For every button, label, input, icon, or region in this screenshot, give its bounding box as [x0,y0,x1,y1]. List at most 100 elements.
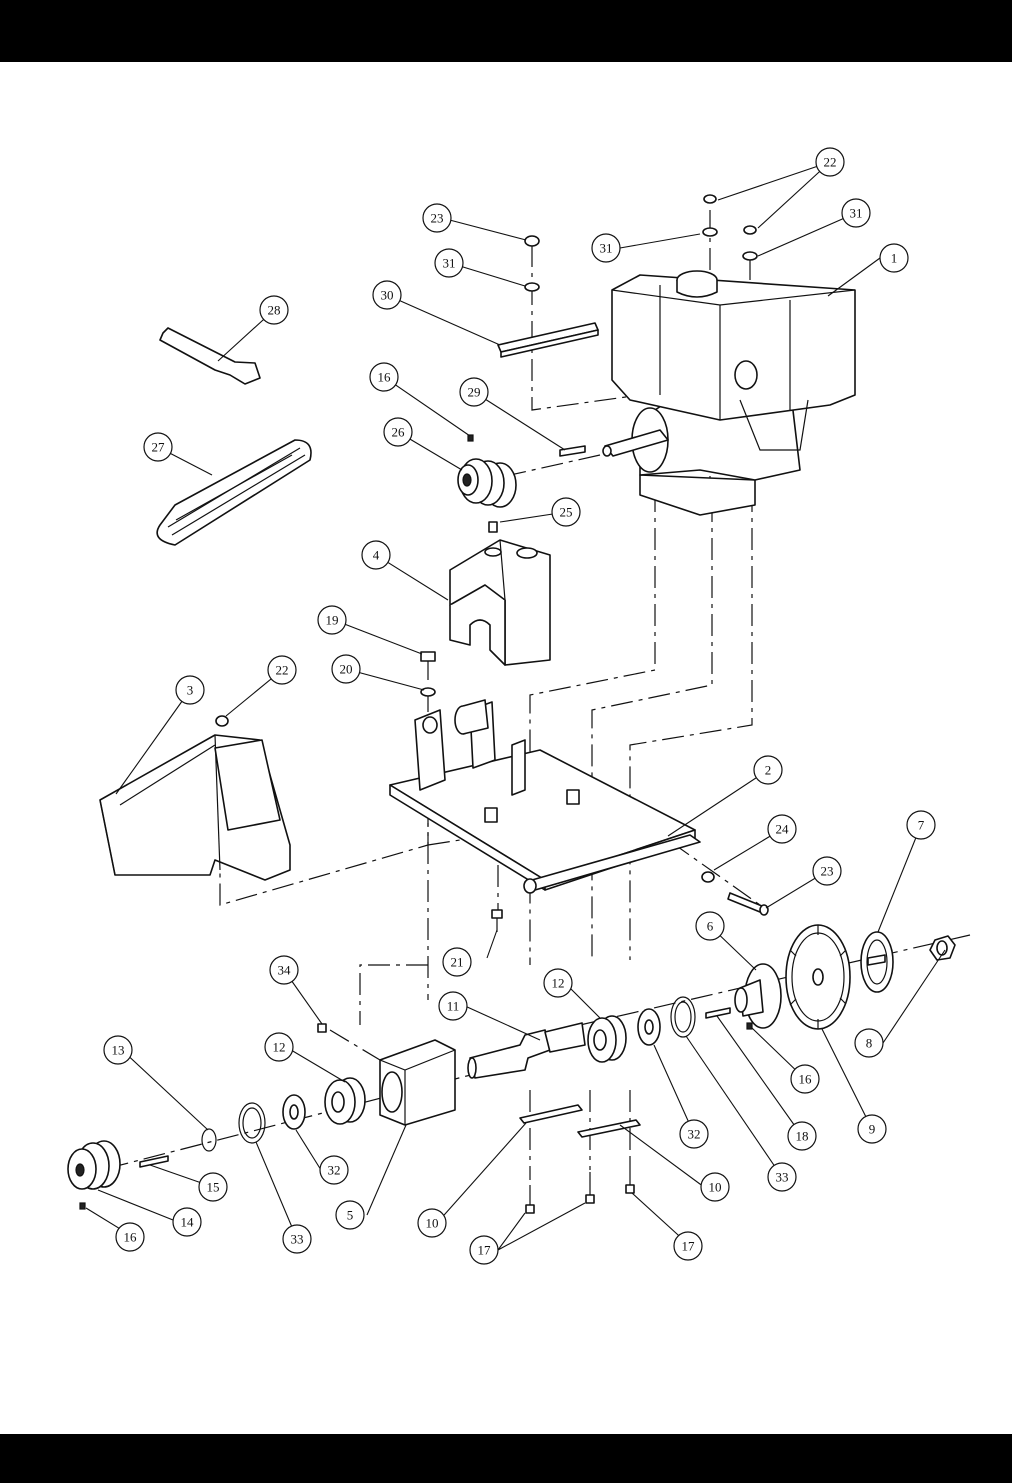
svg-text:7: 7 [918,818,925,833]
fasteners-top [524,194,758,292]
svg-text:24: 24 [776,822,790,837]
blade-guard [99,734,291,881]
callout: 18 [787,1121,817,1151]
outer-flange [860,931,894,993]
base-frame [389,699,701,894]
engine [602,270,856,516]
bearing-housing [379,1039,456,1126]
svg-text:18: 18 [796,1129,809,1144]
callout: 16 [369,362,399,392]
callout: 29 [459,377,489,407]
callout: 32 [679,1119,709,1149]
svg-text:32: 32 [688,1127,701,1142]
svg-text:23: 23 [431,211,444,226]
callout: 1 [879,243,909,273]
footer-bar [0,1434,1012,1483]
svg-text:16: 16 [378,370,392,385]
svg-text:29: 29 [468,385,481,400]
svg-text:9: 9 [869,1122,876,1137]
svg-text:31: 31 [443,256,456,271]
svg-text:22: 22 [276,663,289,678]
svg-text:3: 3 [187,683,194,698]
svg-text:31: 31 [850,206,863,221]
engine-pulley [457,458,517,508]
callout: 17 [469,1235,499,1265]
svg-text:10: 10 [709,1180,722,1195]
header-bar [0,0,1012,62]
svg-text:19: 19 [326,613,339,628]
svg-text:11: 11 [447,999,460,1014]
callout: 21 [442,947,472,977]
driven-pulley [67,1140,121,1210]
svg-text:31: 31 [600,241,613,256]
frame-bolt [491,909,503,932]
bolt-and-washer [420,651,436,697]
callout: 10 [700,1172,730,1202]
svg-text:33: 33 [776,1170,789,1185]
svg-text:17: 17 [682,1239,696,1254]
callout: 8 [854,1028,884,1058]
svg-text:12: 12 [552,976,565,991]
callout: 9 [857,1114,887,1144]
callout: 3 [175,675,205,705]
arbor-nut [929,935,956,961]
svg-text:16: 16 [124,1230,138,1245]
callout: 33 [282,1224,312,1254]
callout: 6 [695,911,725,941]
callout: 23 [812,856,842,886]
callout: 17 [673,1231,703,1261]
callout: 22 [267,655,297,685]
svg-text:10: 10 [426,1216,439,1231]
callout: 24 [767,814,797,844]
callout: 19 [317,605,347,635]
svg-text:23: 23 [821,864,834,879]
pulley-key [559,445,586,457]
callout: 5 [335,1200,365,1230]
svg-text:21: 21 [451,955,464,970]
diamond-blade [785,924,851,1030]
svg-text:13: 13 [112,1043,125,1058]
wrench [159,327,261,385]
svg-text:14: 14 [181,1215,195,1230]
callout: 25 [551,497,581,527]
inner-flange [734,963,782,1030]
svg-text:26: 26 [392,425,406,440]
callout: 33 [767,1162,797,1192]
svg-text:2: 2 [765,763,772,778]
callout: 30 [372,280,402,310]
callout: 14 [172,1207,202,1237]
svg-text:4: 4 [373,548,380,563]
callout: 34 [269,955,299,985]
svg-text:22: 22 [824,155,837,170]
callout: 7 [906,810,936,840]
callout: 10 [417,1208,447,1238]
bearing-plates-and-bolts [519,1104,641,1214]
callout: 31 [591,233,621,263]
v-belt [156,439,312,546]
callout: 16 [790,1064,820,1094]
callout: 13 [103,1035,133,1065]
svg-text:33: 33 [291,1232,304,1247]
callout: 2 [753,755,783,785]
callout: 31 [434,248,464,278]
svg-text:20: 20 [340,662,353,677]
engine-bracket [497,322,599,358]
callout: 23 [422,203,452,233]
belt-guard [449,521,551,666]
callout: 16 [115,1222,145,1252]
svg-text:28: 28 [268,303,281,318]
callout: 27 [143,432,173,462]
svg-text:34: 34 [278,963,292,978]
svg-text:25: 25 [560,505,573,520]
callout: 12 [264,1032,294,1062]
callout: 12 [543,968,573,998]
svg-text:8: 8 [866,1036,873,1051]
callout: 4 [361,540,391,570]
callout: 11 [438,991,468,1021]
callout: 15 [198,1172,228,1202]
svg-text:5: 5 [347,1208,354,1223]
svg-text:6: 6 [707,919,714,934]
frame-fasteners [215,715,769,916]
callout: 22 [815,147,845,177]
